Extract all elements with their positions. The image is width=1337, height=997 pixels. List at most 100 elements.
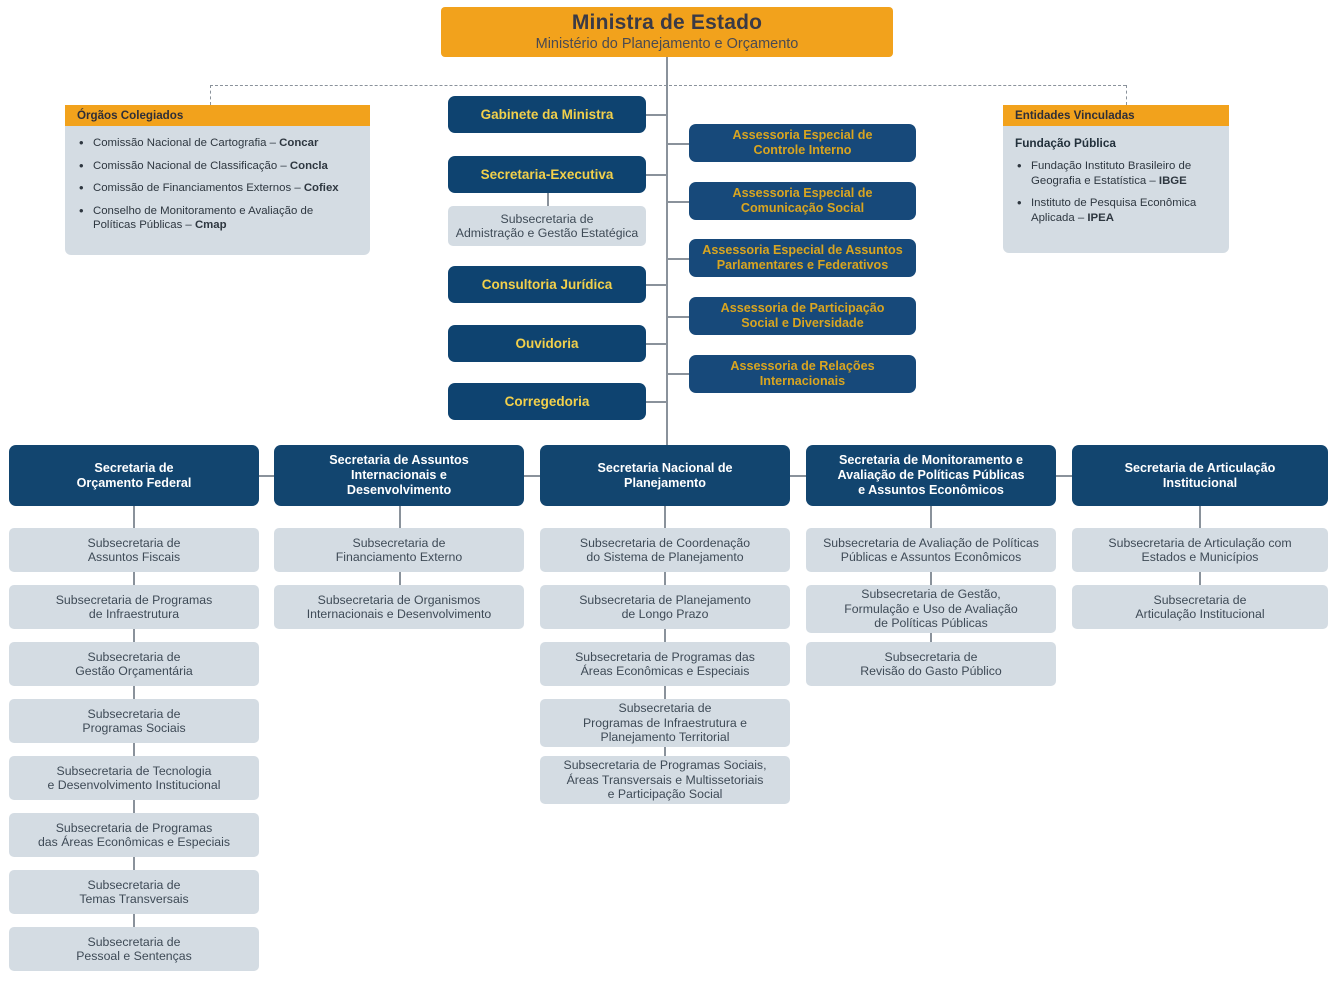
sub-programas-sociais-transversais-multissetoriais[interactable]: Subsecretaria de Programas Sociais, Área… (540, 756, 790, 804)
connector-col2-drop (399, 506, 401, 528)
list-item-acronym: Concar (279, 137, 319, 149)
connector-col3-1-2 (664, 572, 666, 585)
connector-col3-3-4 (664, 686, 666, 699)
list-item-acronym: Concla (289, 159, 328, 172)
connector-title-to-spine (666, 57, 668, 85)
sub-revisao-gasto-publico[interactable]: Subsecretaria de Revisão do Gasto Públic… (806, 642, 1056, 686)
sub-gestao-orcamentaria[interactable]: Subsecretaria de Gestão Orçamentária (9, 642, 259, 686)
assessoria-assuntos-parlamentares-federativos[interactable]: Assessoria Especial de Assuntos Parlamen… (689, 239, 916, 277)
connector-col4-drop (930, 506, 932, 528)
assessoria-participacao-social-diversidade[interactable]: Assessoria de Participação Social e Dive… (689, 297, 916, 335)
sub-temas-transversais[interactable]: Subsecretaria de Temas Transversais (9, 870, 259, 914)
list-item-text: Comissão de Financiamentos Externos – (93, 182, 304, 195)
unit-corregedoria[interactable]: Corregedoria (448, 383, 646, 420)
connector-col3-4-5 (664, 747, 666, 756)
connector-secretaria-2-3 (523, 475, 553, 477)
connector-col1-4-5 (133, 743, 135, 756)
sub-tecnologia-desenvolvimento-institucional[interactable]: Subsecretaria de Tecnologia e Desenvolvi… (9, 756, 259, 800)
connector-col2-1-2 (399, 572, 401, 585)
connector-col1-5-6 (133, 800, 135, 813)
list-item: Comissão Nacional de Classificação – Con… (77, 158, 358, 174)
sub-financiamento-externo[interactable]: Subsecretaria de Financiamento Externo (274, 528, 524, 572)
assessoria-relacoes-internacionais[interactable]: Assessoria de Relações Internacionais (689, 355, 916, 393)
sub-assuntos-fiscais[interactable]: Subsecretaria de Assuntos Fiscais (9, 528, 259, 572)
list-item: Comissão Nacional de Cartografia – Conca… (77, 135, 358, 151)
panel-entidades-vinculadas-subtitle: Fundação Pública (1015, 136, 1116, 150)
connector-spine-ouvidoria (646, 343, 667, 345)
list-item: Comissão de Financiamentos Externos – Co… (77, 180, 358, 196)
sub-coordenacao-sistema-planejamento[interactable]: Subsecretaria de Coordenação do Sistema … (540, 528, 790, 572)
unit-ouvidoria[interactable]: Ouvidoria (448, 325, 646, 362)
connector-col3-2-3 (664, 629, 666, 642)
secretaria-monitoramento-avaliacao-politicas-publicas[interactable]: Secretaria de Monitoramento e Avaliação … (806, 445, 1056, 506)
sub-organismos-internacionais-desenvolvimento[interactable]: Subsecretaria de Organismos Internaciona… (274, 585, 524, 629)
list-item: Conselho de Monitoramento e Avaliação de… (77, 203, 358, 233)
connector-main-spine (666, 85, 668, 445)
connector-secretaria-1-2 (258, 475, 288, 477)
secretaria-assuntos-internacionais-desenvolvimento[interactable]: Secretaria de Assuntos Internacionais e … (274, 445, 524, 506)
connector-spine-gabinete (646, 114, 667, 116)
connector-secretaria-4-5 (1053, 475, 1083, 477)
connector-spine-secretaria-executiva (646, 174, 667, 176)
connector-col3-drop (664, 506, 666, 528)
list-item-text: Fundação Instituto Brasileiro de Geograf… (1031, 160, 1192, 187)
sub-admistracao-gestao-estrategica[interactable]: Subsecretaria de Admistração e Gestão Es… (448, 206, 646, 246)
sub-programas-infraestrutura-planejamento-territorial[interactable]: Subsecretaria de Programas de Infraestru… (540, 699, 790, 747)
secretaria-articulacao-institucional[interactable]: Secretaria de Articulação Institucional (1072, 445, 1328, 506)
panel-orgaos-colegiados-body: Comissão Nacional de Cartografia – Conca… (65, 126, 370, 243)
connector-col1-7-8 (133, 914, 135, 927)
unit-gabinete-da-ministra[interactable]: Gabinete da Ministra (448, 96, 646, 133)
panel-orgaos-colegiados: Órgãos Colegiados Comissão Nacional de C… (65, 105, 370, 255)
sub-gestao-formulacao-uso-avaliacao[interactable]: Subsecretaria de Gestão, Formulação e Us… (806, 585, 1056, 633)
page-title-subtitle: Ministério do Planejamento e Orçamento (535, 36, 799, 53)
connector-spine-consultoria (646, 284, 667, 286)
sub-articulacao-institucional[interactable]: Subsecretaria de Articulação Institucion… (1072, 585, 1328, 629)
connector-spine-corregedoria (646, 401, 667, 403)
panel-entidades-vinculadas-header: Entidades Vinculadas (1003, 105, 1229, 126)
assessoria-controle-interno[interactable]: Assessoria Especial de Controle Interno (689, 124, 916, 162)
list-item: Instituto de Pesquisa Econômica Aplicada… (1015, 195, 1217, 225)
connector-col5-1-2 (1199, 572, 1201, 585)
list-item-text: Comissão Nacional de Cartografia – (93, 137, 280, 149)
connector-col4-2-3 (930, 633, 932, 642)
panel-orgaos-colegiados-header: Órgãos Colegiados (65, 105, 370, 126)
list-item-acronym: IPEA (1087, 211, 1114, 224)
connector-spine-assessoria-comunicacao-social (666, 201, 689, 203)
connector-col5-drop (1199, 506, 1201, 528)
sub-programas-infraestrutura[interactable]: Subsecretaria de Programas de Infraestru… (9, 585, 259, 629)
connector-spine-assessoria-relacoes-internacionais (666, 373, 689, 375)
list-item-text: Comissão Nacional de Classificação – (93, 159, 290, 172)
connector-spine-assessoria-controle-interno (666, 143, 689, 145)
panel-entidades-vinculadas: Entidades Vinculadas Fundação Pública Fu… (1003, 105, 1229, 253)
list-item: Fundação Instituto Brasileiro de Geograf… (1015, 158, 1217, 188)
list-item-acronym: IBGE (1158, 174, 1187, 187)
assessoria-comunicacao-social[interactable]: Assessoria Especial de Comunicação Socia… (689, 182, 916, 220)
secretaria-orcamento-federal[interactable]: Secretaria de Orçamento Federal (9, 445, 259, 506)
connector-dashed-right-stub (1126, 85, 1127, 105)
sub-planejamento-longo-prazo[interactable]: Subsecretaria de Planejamento de Longo P… (540, 585, 790, 629)
list-item-text: Conselho de Monitoramento e Avaliação de… (93, 204, 314, 232)
sub-programas-areas-economicas-especiais-planejamento[interactable]: Subsecretaria de Programas das Áreas Eco… (540, 642, 790, 686)
page-title-main: Ministra de Estado (571, 10, 763, 34)
sub-articulacao-estados-municipios[interactable]: Subsecretaria de Articulação com Estados… (1072, 528, 1328, 572)
secretaria-nacional-planejamento[interactable]: Secretaria Nacional de Planejamento (540, 445, 790, 506)
connector-col4-1-2 (930, 572, 932, 585)
sub-avaliacao-politicas-publicas-assuntos-economicos[interactable]: Subsecretaria de Avaliação de Políticas … (806, 528, 1056, 572)
list-item-text: Instituto de Pesquisa Econômica Aplicada… (1031, 197, 1197, 224)
unit-consultoria-juridica[interactable]: Consultoria Jurídica (448, 266, 646, 303)
connector-secretaria-executiva-to-sub (547, 193, 549, 206)
connector-secretaria-3-4 (788, 475, 818, 477)
sub-pessoal-sentencas[interactable]: Subsecretaria de Pessoal e Sentenças (9, 927, 259, 971)
sub-programas-areas-economicas-especiais-orcamento[interactable]: Subsecretaria de Programas das Áreas Eco… (9, 813, 259, 857)
connector-dashed-left-stub (210, 85, 211, 105)
connector-col1-6-7 (133, 857, 135, 870)
list-item-acronym: Cofiex (303, 182, 339, 195)
list-item-acronym: Cmap (194, 219, 227, 232)
unit-secretaria-executiva[interactable]: Secretaria-Executiva (448, 156, 646, 193)
connector-col1-1-2 (133, 572, 135, 585)
connector-dashed-bus (210, 85, 1126, 86)
connector-spine-assessoria-assuntos-parlamentares (666, 258, 689, 260)
panel-entidades-vinculadas-body: Fundação Pública Fundação Instituto Bras… (1003, 126, 1229, 235)
sub-programas-sociais[interactable]: Subsecretaria de Programas Sociais (9, 699, 259, 743)
